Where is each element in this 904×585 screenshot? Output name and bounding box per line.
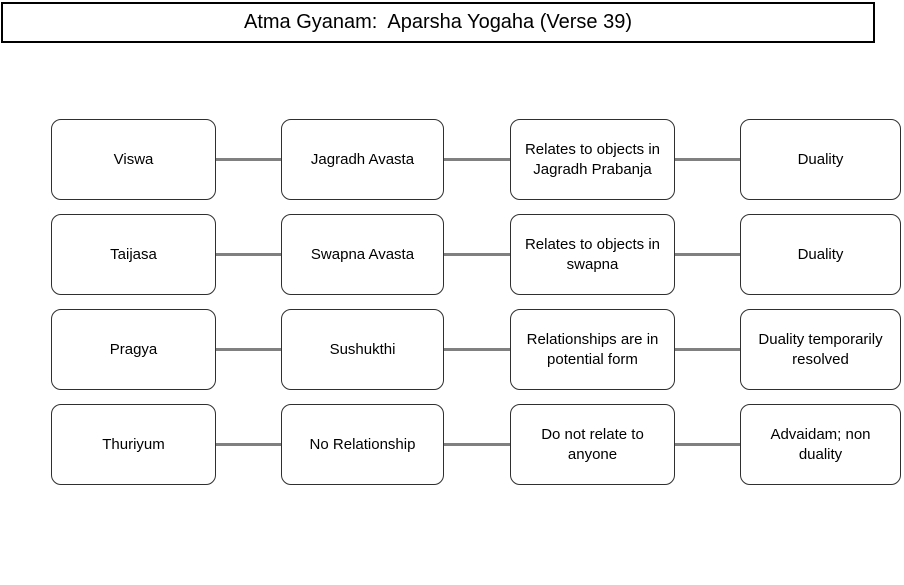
connector-line	[675, 348, 740, 351]
node-jagradh-avasta: Jagradh Avasta	[281, 119, 444, 200]
node-duality-1: Duality	[740, 119, 901, 200]
node-taijasa: Taijasa	[51, 214, 216, 295]
node-pragya: Pragya	[51, 309, 216, 390]
node-duality-2: Duality	[740, 214, 901, 295]
connector-line	[444, 348, 510, 351]
node-viswa: Viswa	[51, 119, 216, 200]
node-relates-swapna: Relates to objects in swapna	[510, 214, 675, 295]
connector-line	[216, 443, 281, 446]
node-do-not-relate: Do not relate to anyone	[510, 404, 675, 485]
node-relationships-potential: Relationships are in potential form	[510, 309, 675, 390]
node-sushukthi: Sushukthi	[281, 309, 444, 390]
connector-line	[675, 253, 740, 256]
connector-line	[675, 443, 740, 446]
slide-title: Atma Gyanam: Aparsha Yogaha (Verse 39)	[1, 2, 875, 43]
node-duality-temporarily-resolved: Duality temporarily resolved	[740, 309, 901, 390]
connector-line	[444, 443, 510, 446]
node-thuriyum: Thuriyum	[51, 404, 216, 485]
node-no-relationship: No Relationship	[281, 404, 444, 485]
node-advaidam-non-duality: Advaidam; non duality	[740, 404, 901, 485]
connector-line	[216, 253, 281, 256]
connector-line	[444, 253, 510, 256]
connector-line	[675, 158, 740, 161]
connector-line	[216, 158, 281, 161]
node-relates-jagradh-prabanja: Relates to objects in Jagradh Prabanja	[510, 119, 675, 200]
node-swapna-avasta: Swapna Avasta	[281, 214, 444, 295]
connector-line	[444, 158, 510, 161]
connector-line	[216, 348, 281, 351]
